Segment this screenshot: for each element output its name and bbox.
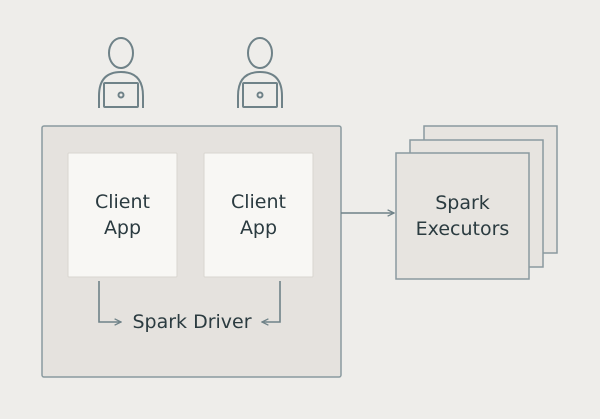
client-app-label: Client App: [94, 191, 150, 239]
client-app-box: [67, 152, 178, 278]
user-with-laptop-icon: [98, 37, 144, 108]
executor-box-front: [395, 152, 530, 280]
client-app-box: [203, 152, 314, 278]
spark-driver-label: Spark Driver: [132, 311, 252, 333]
client-to-driver-arrow: [98, 281, 121, 322]
client-app-label: Client App: [230, 191, 286, 239]
client-to-driver-arrow: [262, 281, 281, 322]
user-with-laptop-icon: [237, 37, 283, 108]
spark-executors-label: Spark Executors: [415, 192, 510, 240]
